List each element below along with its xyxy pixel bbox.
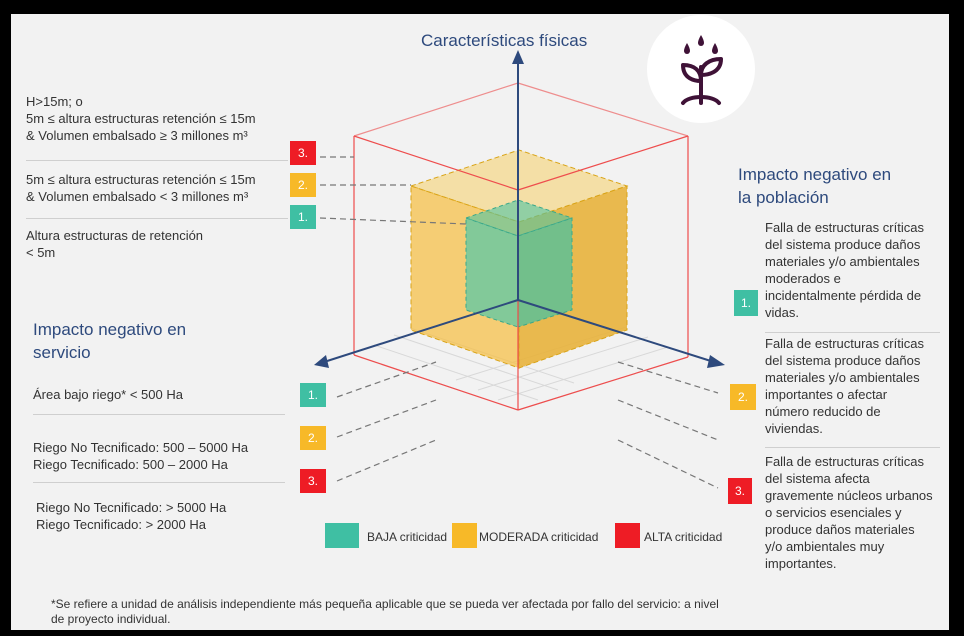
criteria-line: del sistema afecta xyxy=(765,471,870,486)
criteria-line: Falla de estructuras críticas xyxy=(765,336,924,351)
axis-title-poblacion-2: la población xyxy=(738,188,829,207)
servicio-alta-line: Riego No Tecnificado: > 5000 Ha xyxy=(36,500,227,515)
legend-swatch-alta xyxy=(615,523,640,548)
axis-title-caracteristicas-fisicas: Características físicas xyxy=(421,31,588,50)
axis-title-poblacion-1: Impacto negativo en xyxy=(738,165,892,184)
criteria-line: gravemente núcleos urbanos xyxy=(765,488,933,503)
criteria-line: materiales y/o ambientales xyxy=(765,254,920,269)
servicio-alta-line: Riego Tecnificado: > 2000 Ha xyxy=(36,517,206,532)
criteria-line: 5m ≤ altura estructuras retención ≤ 15m xyxy=(26,172,256,187)
criteria-line: importantes o afectar xyxy=(765,387,888,402)
divider xyxy=(26,160,288,161)
criteria-line: o servicios esenciales y xyxy=(765,505,902,520)
criteria-line: del sistema produce daños xyxy=(765,237,921,252)
divider xyxy=(33,414,285,415)
badge-alta-3: 3. xyxy=(300,469,326,493)
legend-suffix: criticidad xyxy=(399,530,448,544)
badge-alta-3: 3. xyxy=(728,478,752,504)
axes xyxy=(314,50,725,368)
criteria-line: viviendas. xyxy=(765,421,823,436)
criteria-line: produce daños materiales xyxy=(765,522,915,537)
criteria-line: H>15m; o xyxy=(26,94,83,109)
servicio-baja-line: Área bajo riego* < 500 Ha xyxy=(33,387,183,402)
criteria-line: Falla de estructuras críticas xyxy=(765,220,924,235)
legend-label-alta: ALTA criticidad xyxy=(644,530,722,544)
leader-lines xyxy=(319,156,719,489)
legend-swatch-moderada xyxy=(452,523,477,548)
legend-word-baja: BAJA xyxy=(367,530,397,544)
criteria-line: vidas. xyxy=(765,305,799,320)
servicio-moderada-line: Riego No Tecnificado: 500 – 5000 Ha xyxy=(33,440,249,455)
criteria-line: < 5m xyxy=(26,245,56,260)
legend-suffix: criticidad xyxy=(674,530,723,544)
legend-label-baja: BAJA criticidad xyxy=(367,530,447,544)
divider xyxy=(33,482,285,483)
badge-moderada-2: 2. xyxy=(290,173,316,197)
divider xyxy=(765,332,940,333)
legend-word-moderada: MODERADA xyxy=(479,530,548,544)
criteria-line: & Volumen embalsado < 3 millones m³ xyxy=(26,189,249,204)
plant-icon xyxy=(647,15,755,123)
servicio-moderada-line: Riego Tecnificado: 500 – 2000 Ha xyxy=(33,457,228,472)
badge-moderada-2: 2. xyxy=(730,384,756,410)
legend-label-moderada: MODERADA criticidad xyxy=(479,530,598,544)
legend-suffix: criticidad xyxy=(551,530,599,544)
legend-word-alta: ALTA xyxy=(644,530,672,544)
axis-title-servicio-1: Impacto negativo en xyxy=(33,320,187,339)
criteria-line: y/o ambientales muy xyxy=(765,539,885,554)
criteria-line: Falla de estructuras críticas xyxy=(765,454,924,469)
badge-baja-1: 1. xyxy=(734,290,758,316)
divider xyxy=(765,447,940,448)
criteria-line: número reducido de xyxy=(765,404,881,419)
divider xyxy=(26,218,288,219)
criteria-line: 5m ≤ altura estructuras retención ≤ 15m xyxy=(26,111,256,126)
axis-title-servicio-2: servicio xyxy=(33,343,91,362)
criteria-line: importantes. xyxy=(765,556,837,571)
criteria-line: del sistema produce daños xyxy=(765,353,921,368)
footnote-line-1: *Se refiere a unidad de análisis indepen… xyxy=(51,597,719,611)
criteria-line: incidentalmente pérdida de xyxy=(765,288,922,303)
criteria-line: & Volumen embalsado ≥ 3 millones m³ xyxy=(26,128,248,143)
badge-moderada-2: 2. xyxy=(300,426,326,450)
criteria-line: moderados e xyxy=(765,271,841,286)
criteria-line: materiales y/o ambientales xyxy=(765,370,920,385)
badge-baja-1: 1. xyxy=(290,205,316,229)
criteria-line: Altura estructuras de retención xyxy=(26,228,204,243)
legend-swatch-baja xyxy=(325,523,359,548)
badge-baja-1: 1. xyxy=(300,383,326,407)
footnote-line-2: de proyecto individual. xyxy=(51,612,171,626)
badge-alta-3: 3. xyxy=(290,141,316,165)
